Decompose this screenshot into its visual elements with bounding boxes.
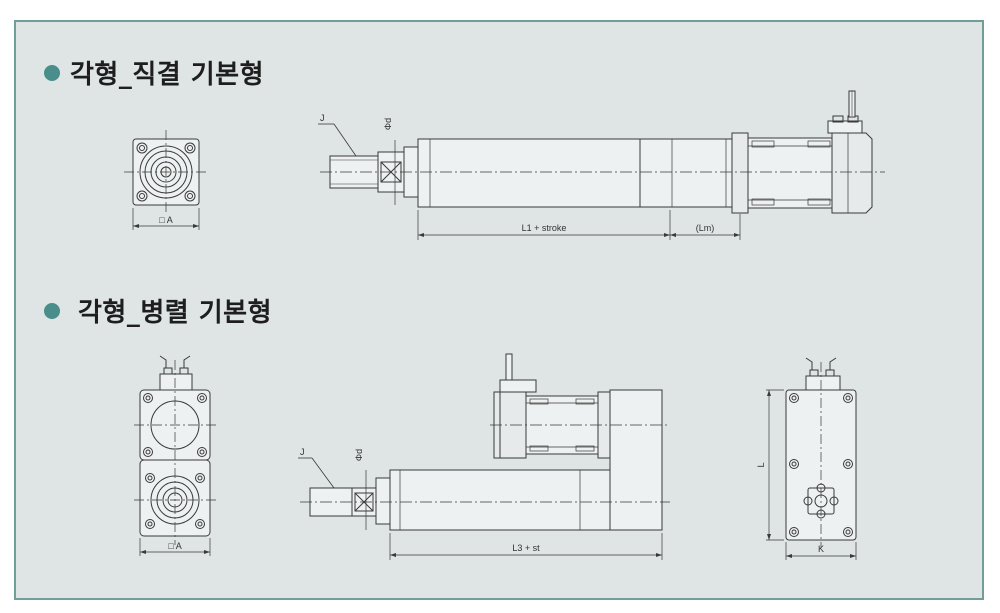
dim-square-a-direct: □ A bbox=[159, 215, 172, 225]
section-heading-parallel: 각형_병렬 기본형 bbox=[44, 292, 272, 329]
parallel-rear-view bbox=[766, 357, 857, 560]
dim-l: L bbox=[756, 462, 766, 467]
dim-square-a-parallel: □ A bbox=[168, 541, 181, 551]
dim-phi-d-direct: Φd bbox=[383, 118, 393, 130]
section-heading-direct: 각형_직결 기본형 bbox=[44, 54, 264, 91]
parallel-side-view bbox=[298, 353, 670, 560]
direct-side-view bbox=[318, 90, 885, 240]
bullet-icon bbox=[44, 302, 60, 319]
bullet-icon bbox=[44, 64, 60, 81]
dim-lm: (Lm) bbox=[696, 223, 715, 233]
section-title-direct: 각형_직결 기본형 bbox=[70, 60, 264, 90]
dim-l3-st: L3 + st bbox=[512, 543, 540, 553]
dim-k: K bbox=[818, 544, 824, 554]
dim-phi-d-parallel: Φd bbox=[354, 449, 364, 461]
dim-l1-stroke: L1 + stroke bbox=[522, 223, 567, 233]
callout-j-direct: J bbox=[320, 113, 325, 123]
parallel-front-view bbox=[134, 355, 216, 556]
callout-j-parallel: J bbox=[300, 447, 305, 457]
direct-front-view bbox=[124, 130, 208, 230]
section-title-parallel: 각형_병렬 기본형 bbox=[78, 298, 272, 328]
